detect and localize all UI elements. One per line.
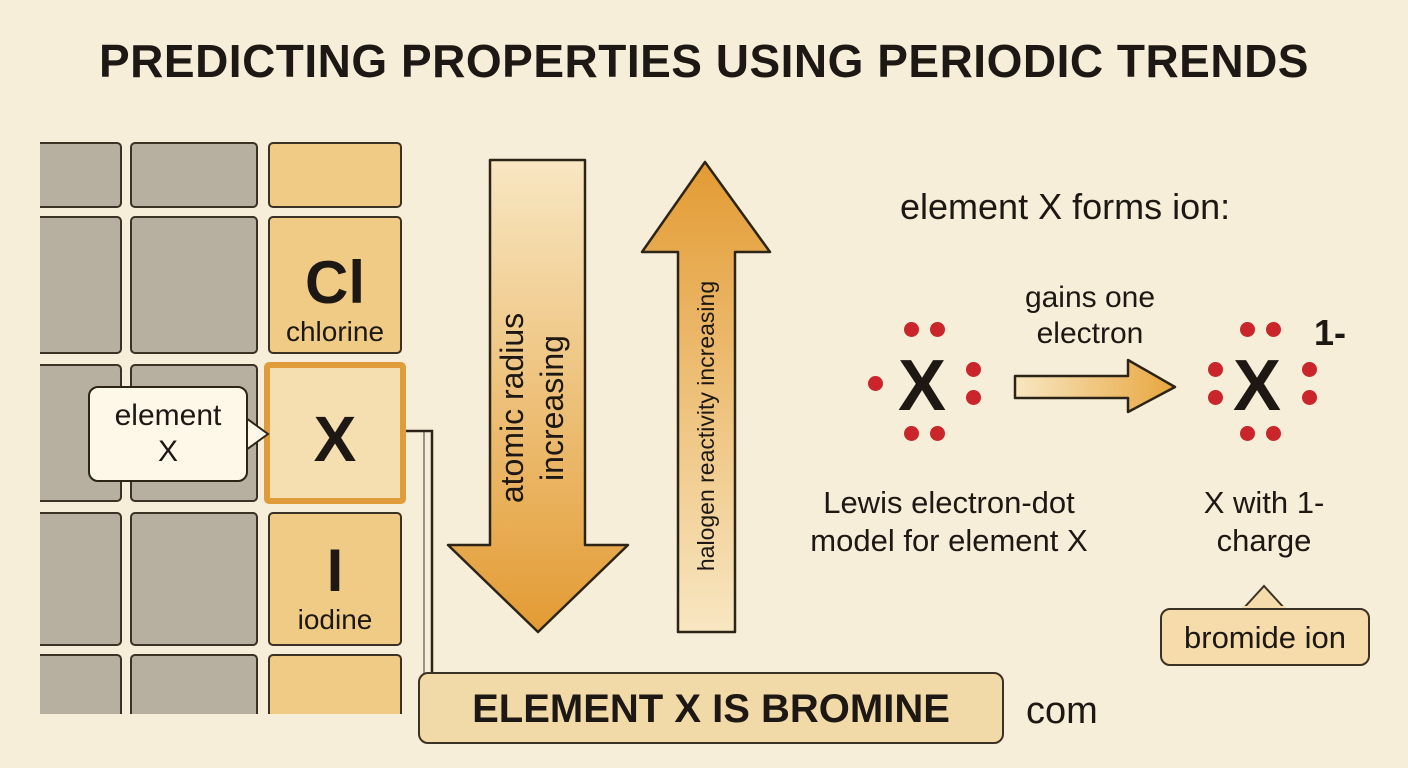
electron-dot: [1266, 426, 1281, 441]
electron-dot: [966, 390, 981, 405]
neutral-caption-line1: Lewis electron-dot: [823, 485, 1075, 520]
arrow-label-line1: gains one: [1024, 281, 1156, 314]
table-cell: [268, 654, 402, 714]
table-cell: [130, 512, 258, 646]
element-x-symbol: X: [313, 403, 357, 475]
pill-pointer: [1241, 584, 1287, 611]
table-cell: [130, 142, 258, 208]
page-title: PREDICTING PROPERTIES USING PERIODIC TRE…: [99, 35, 1309, 87]
electron-dot: [904, 426, 919, 441]
arrow-label-line2: electron: [1036, 317, 1144, 350]
ion-heading: element X forms ion:: [900, 186, 1231, 227]
ion-caption-line2: charge: [1216, 523, 1312, 558]
electron-dot: [1302, 362, 1317, 377]
callout-line1: element: [114, 399, 222, 432]
electron-dot: [930, 322, 945, 337]
electron-dot: [1266, 322, 1281, 337]
electron-dot: [1208, 362, 1223, 377]
ion-caption: X with 1- charge: [1176, 484, 1352, 560]
neutral-caption: Lewis electron-dot model for element X: [790, 484, 1108, 560]
reactivity-arrow: [640, 160, 772, 634]
table-cell: [130, 216, 258, 354]
callout-pointer: [245, 417, 270, 451]
electron-dot: [1240, 322, 1255, 337]
gain-electron-arrow: [1013, 358, 1177, 414]
atomic-radius-line1: atomic radius: [494, 312, 530, 504]
iodine-symbol: I: [326, 537, 344, 604]
electron-dot: [1240, 426, 1255, 441]
chlorine-symbol: Cl: [305, 249, 365, 316]
electron-dot: [868, 376, 883, 391]
table-cell: [268, 142, 402, 208]
chlorine-cell: Cl chlorine: [268, 216, 402, 354]
table-cell: [40, 654, 122, 714]
table-cell: [130, 654, 258, 714]
iodine-cell: I iodine: [268, 512, 402, 646]
neutral-caption-line2: model for element X: [810, 523, 1088, 558]
atomic-radius-line2: increasing: [534, 335, 570, 481]
ion-x-symbol: X: [1233, 346, 1282, 426]
ion-caption-line1: X with 1-: [1203, 485, 1325, 520]
electron-dot: [966, 362, 981, 377]
atomic-radius-arrow: [446, 158, 630, 634]
element-x-callout: element X: [88, 386, 248, 482]
electron-dot: [1208, 390, 1223, 405]
chlorine-name: chlorine: [285, 316, 385, 347]
bromide-ion-label: bromide ion: [1160, 608, 1370, 666]
ion-charge: 1-: [1314, 312, 1347, 353]
table-cell: [40, 512, 122, 646]
table-cell: [40, 216, 122, 354]
electron-dot: [1302, 390, 1317, 405]
iodine-name: iodine: [297, 604, 373, 635]
connector-line-inner: [416, 430, 425, 716]
answer-box: ELEMENT X IS BROMINE: [418, 672, 1004, 744]
arrow-label: gains one electron: [990, 280, 1190, 352]
table-cell: [40, 142, 122, 208]
electron-dot: [930, 426, 945, 441]
electron-dot: [904, 322, 919, 337]
neutral-x-symbol: X: [898, 346, 947, 426]
callout-line2: X: [157, 435, 178, 468]
atomic-radius-label: atomic radius increasing: [492, 258, 584, 558]
connector-line: [406, 429, 434, 710]
trailing-text: com: [1026, 690, 1098, 732]
reactivity-label: halogen reactivity increasing: [693, 280, 719, 572]
